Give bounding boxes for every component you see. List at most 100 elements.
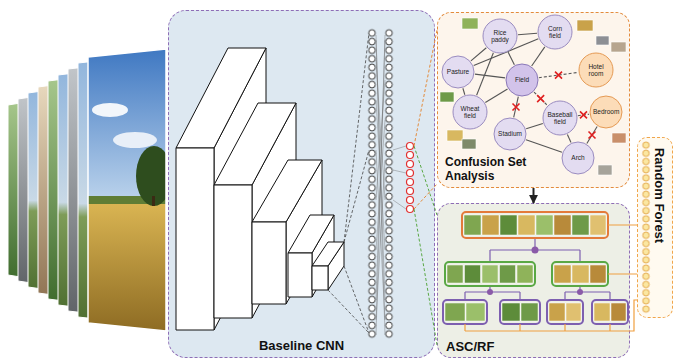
cross-mark <box>580 111 587 118</box>
field <box>88 204 166 334</box>
projection-line <box>328 33 369 333</box>
thumbnail <box>462 139 476 149</box>
node-circle-shape <box>506 64 538 96</box>
confusion-link <box>518 33 537 34</box>
node-label: Hotel room <box>583 63 609 77</box>
confusion-link <box>474 39 539 66</box>
photo-frame <box>38 79 99 301</box>
random-forest-box: Random Forest <box>637 137 673 318</box>
confusion-link <box>514 97 519 118</box>
layer-top <box>252 160 322 222</box>
node-circle-shape <box>483 19 517 53</box>
thumbnail <box>462 18 478 29</box>
dense-connection <box>393 146 406 209</box>
scene-thumbnails <box>440 18 626 175</box>
thumbnail <box>445 303 465 321</box>
node-label: Corn field <box>542 25 568 39</box>
feature-neuron <box>407 188 414 195</box>
thumbnail <box>594 303 610 321</box>
cross-mark <box>537 95 544 102</box>
layer-top <box>288 215 334 253</box>
tree <box>136 146 172 206</box>
confusion-link <box>532 47 545 66</box>
neuron-column <box>368 29 377 339</box>
class-node: Stadium <box>493 117 527 151</box>
photo-frame <box>8 97 58 283</box>
cnn-layers <box>176 48 344 330</box>
photo-frame <box>28 85 85 295</box>
asc-rf-panel: ASC/RF <box>437 203 630 358</box>
wheat-field-photo <box>88 49 172 334</box>
connector-group <box>463 33 597 203</box>
thumbnail-row <box>445 215 626 321</box>
confusion-link <box>475 74 505 78</box>
thumbnail <box>549 303 565 321</box>
confusion-link <box>463 88 465 94</box>
thumbnail <box>482 265 498 283</box>
layer-front <box>312 266 328 290</box>
class-node: Arch <box>561 141 595 175</box>
thumbnail <box>464 215 481 235</box>
layer-top <box>214 103 296 185</box>
feature-neuron <box>407 179 414 186</box>
cross-mark <box>555 72 562 79</box>
thumbnail <box>482 215 499 235</box>
thumbnail <box>440 92 454 102</box>
node-circle-shape <box>562 142 594 174</box>
confusion-link <box>471 48 486 61</box>
thumbnail <box>572 265 589 283</box>
node-label: Stadium <box>498 130 522 137</box>
strip-border <box>445 262 535 286</box>
leader-line <box>414 30 437 209</box>
tree-joint <box>532 247 539 254</box>
class-node: Hotel room <box>578 52 614 88</box>
thumbnail <box>577 20 593 31</box>
feature-neuron <box>407 161 414 168</box>
node-circle-shape <box>579 53 613 87</box>
thumbnail <box>447 130 463 141</box>
leader-line <box>465 225 637 331</box>
strip-border <box>547 300 583 324</box>
confusion-link <box>578 114 589 115</box>
confusion-link <box>534 92 547 105</box>
classifier-tree <box>443 212 628 324</box>
photo-frame <box>58 67 126 313</box>
node-circle-shape <box>538 15 572 49</box>
cnn-panel: Baseline CNN <box>168 10 435 358</box>
thumbnail <box>500 215 517 235</box>
flow-arrow <box>533 188 535 203</box>
sky <box>88 49 166 209</box>
feature-neuron <box>407 143 414 150</box>
feature-neuron <box>407 152 414 159</box>
thumbnail <box>572 215 589 235</box>
strip-border <box>592 300 628 324</box>
class-node: Rice paddy <box>482 18 518 54</box>
thumbnail <box>517 265 533 283</box>
node-label: Arch <box>571 154 584 161</box>
confusion-link <box>508 52 514 65</box>
layer-top <box>312 242 344 266</box>
node-circle-shape <box>543 101 577 135</box>
dense-connection <box>376 35 385 335</box>
strip-border <box>500 300 540 324</box>
node-label: Baseball field <box>547 111 573 125</box>
tree-column <box>642 141 651 313</box>
thumbnail <box>612 133 626 143</box>
thumbnail <box>521 303 538 321</box>
thumbnail <box>554 215 571 235</box>
panel-title: Confusion Set Analysis <box>445 155 545 183</box>
neuron-column <box>385 29 394 339</box>
panel-title: Baseline CNN <box>259 338 344 353</box>
thumbnail <box>447 265 463 283</box>
cloud <box>92 103 128 117</box>
class-node: Baseball field <box>542 100 578 136</box>
node-circle-shape <box>590 96 622 128</box>
class-node: Bedroom <box>589 95 623 129</box>
panel-title: ASC/RF <box>446 339 494 354</box>
leader-line <box>414 146 437 345</box>
thumbnail <box>566 303 581 321</box>
layer-side <box>252 103 296 318</box>
thumbnail <box>518 215 535 235</box>
